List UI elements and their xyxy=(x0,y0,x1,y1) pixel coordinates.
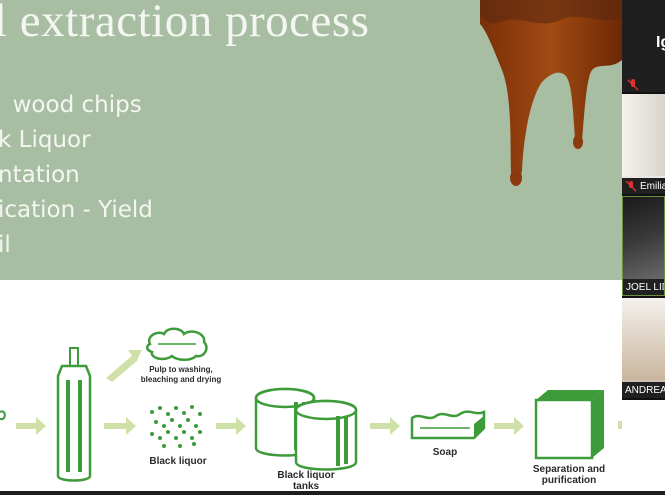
bullet-4: ication - Yield xyxy=(0,197,153,223)
process-diagram: Pulp to washing, bleaching and drying Bl… xyxy=(0,280,622,491)
participant-tile-emilia[interactable]: Emilia xyxy=(622,94,665,194)
arrows xyxy=(16,350,622,435)
slide-title: l extraction process xyxy=(0,0,370,47)
tanks-caption-line-1: Black liquor xyxy=(277,470,335,481)
arrow-2-icon xyxy=(104,417,136,435)
tanks-caption-line-2: tanks xyxy=(292,481,320,491)
separation-caption-line-2: purification xyxy=(541,475,597,486)
bullet-5: il xyxy=(0,232,11,258)
separation-cube-icon xyxy=(534,390,604,460)
soap-caption: Soap xyxy=(432,447,458,458)
arrow-6-icon xyxy=(618,421,622,429)
digester-column-icon xyxy=(56,347,92,482)
participant-name: Emilia xyxy=(640,181,665,192)
participant-tile-andrea[interactable]: ANDREA xyxy=(622,298,665,398)
participant-name: ANDREA xyxy=(625,385,665,396)
separation-caption: Separation and purification xyxy=(516,464,622,486)
arrow-5-icon xyxy=(494,417,524,435)
slide-header-area: l extraction process wood chips k Liquor… xyxy=(0,0,622,280)
black-liquor-caption: Black liquor xyxy=(149,456,207,467)
black-liquor-dots-icon xyxy=(150,405,202,448)
arrow-up-icon xyxy=(106,350,142,382)
oil-drip-image xyxy=(480,0,622,186)
panel-header-text: Ig xyxy=(656,34,665,51)
muted-mic-icon xyxy=(625,180,637,192)
panel-header: Ig xyxy=(622,0,665,92)
arrow-1-icon xyxy=(16,417,46,435)
participant-tile-joel[interactable]: JOEL LID xyxy=(622,196,665,296)
muted-mic-icon xyxy=(627,79,639,91)
bottom-toolbar xyxy=(0,491,665,495)
pulp-caption-line-2: bleaching and drying xyxy=(140,375,222,384)
separation-caption-line-1: Separation and xyxy=(532,464,606,475)
pulp-caption: Pulp to washing, bleaching and drying xyxy=(126,365,236,385)
soap-icon xyxy=(410,409,486,440)
bullet-1-text: wood chips xyxy=(12,92,142,118)
participant-name: JOEL LID xyxy=(626,282,665,293)
wood-chips-partial-icon xyxy=(0,410,6,421)
pulp-caption-line-1: Pulp to washing, xyxy=(149,365,213,374)
pulp-cloud-icon xyxy=(146,327,208,361)
bullet-3: ntation xyxy=(0,162,80,188)
diagram-graphics xyxy=(0,327,622,482)
black-liquor-tanks-icon xyxy=(254,387,358,471)
bullet-1: wood chips xyxy=(0,92,142,118)
arrow-4-icon xyxy=(370,417,400,435)
arrow-3-icon xyxy=(216,417,246,435)
bullet-2: k Liquor xyxy=(0,127,91,153)
tanks-caption: Black liquor tanks xyxy=(256,470,356,491)
